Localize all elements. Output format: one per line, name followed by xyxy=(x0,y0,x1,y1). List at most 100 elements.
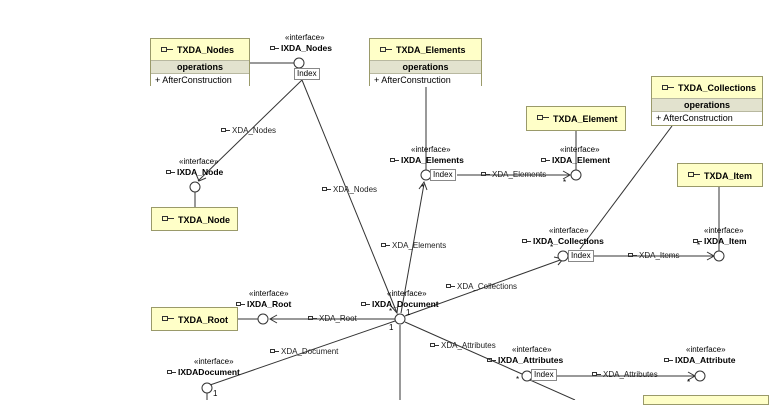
association-icon xyxy=(221,128,230,133)
interface-ixda-item[interactable]: IXDA_Item xyxy=(693,236,747,246)
ixdadocument-circle xyxy=(201,382,213,394)
ixda-item-circle xyxy=(713,250,725,262)
mult-collections-star: * xyxy=(550,243,554,252)
interface-ixda-nodes[interactable]: IXDA_Nodes xyxy=(270,43,332,53)
interface-label: IXDA_Attribute xyxy=(675,355,736,365)
mult-item-star: * xyxy=(697,241,701,250)
ixda-node-circle xyxy=(189,181,201,193)
class-icon xyxy=(688,172,700,177)
interface-icon xyxy=(167,370,176,375)
arrow-to-ixda-element xyxy=(562,170,572,180)
interface-label: IXDA_Document xyxy=(372,299,439,309)
class-title: TXDA_Nodes xyxy=(177,45,235,55)
interface-icon xyxy=(361,302,370,307)
interface-icon xyxy=(541,158,550,163)
assoc-label-xda-elements-b: XDA_Elements xyxy=(381,241,446,250)
interface-label: IXDA_Item xyxy=(704,236,747,246)
class-txda-nodes[interactable]: TXDA_Nodes operations + AfterConstructio… xyxy=(150,38,250,87)
class-txda-element[interactable]: TXDA_Element xyxy=(526,106,626,131)
ixda-document-circle xyxy=(394,313,406,325)
class-txda-root[interactable]: TXDA_Root xyxy=(151,307,238,331)
class-partial-bottom-right[interactable] xyxy=(643,395,769,405)
interface-ixda-elements[interactable]: IXDA_Elements xyxy=(390,155,464,165)
assoc-text: XDA_Elements xyxy=(392,241,447,250)
class-title: TXDA_Elements xyxy=(396,45,466,55)
qualifier-index-collections: Index xyxy=(568,250,594,262)
arrow-to-ixda-elements xyxy=(418,180,428,191)
interface-ixda-collections[interactable]: IXDA_Collections xyxy=(522,236,604,246)
line-ixdadocument-to-document xyxy=(209,320,396,386)
class-title: TXDA_Item xyxy=(704,171,753,181)
operations-header: operations xyxy=(652,98,762,112)
ixda-attribute-circle xyxy=(694,370,706,382)
mult-attribute-star: * xyxy=(687,378,691,387)
class-icon xyxy=(162,216,174,221)
association-icon xyxy=(308,316,317,321)
ixda-root-circle xyxy=(257,313,269,325)
class-icon xyxy=(161,47,173,52)
class-txda-elements[interactable]: TXDA_Elements operations + AfterConstruc… xyxy=(369,38,482,87)
ixda-element-circle xyxy=(570,169,582,181)
association-icon xyxy=(322,187,331,192)
stereotype-ixda-attributes: «interface» xyxy=(512,345,552,354)
operations-header: operations xyxy=(370,60,481,74)
arrow-to-ixda-node xyxy=(195,173,207,182)
mult-attributes-star: * xyxy=(516,375,520,384)
assoc-text: XDA_Document xyxy=(281,347,339,356)
line-document-to-ixda-attributes xyxy=(404,321,523,375)
mult-element-star: * xyxy=(563,178,567,187)
interface-ixda-document[interactable]: IXDA_Document xyxy=(361,299,439,309)
assoc-text: XDA_Attributes xyxy=(603,370,658,379)
interface-label: IXDA_Attributes xyxy=(498,355,564,365)
arrow-to-ixda-root xyxy=(268,314,278,324)
operation-item: + AfterConstruction xyxy=(370,74,481,87)
mult-document-one-left: 1 xyxy=(389,323,394,332)
interface-label: IXDA_Node xyxy=(177,167,224,177)
mult-elements-star: * xyxy=(421,183,425,192)
assoc-text: XDA_Elements xyxy=(492,170,547,179)
association-icon xyxy=(628,253,637,258)
association-icon xyxy=(592,372,601,377)
assoc-text: XDA_Nodes xyxy=(333,185,378,194)
interface-ixda-attributes[interactable]: IXDA_Attributes xyxy=(487,355,563,365)
interface-label: IXDA_Element xyxy=(552,155,611,165)
operation-item: + AfterConstruction xyxy=(151,74,249,87)
assoc-label-xda-collections: XDA_Collections xyxy=(446,282,517,291)
assoc-label-xda-document: XDA_Document xyxy=(270,347,338,356)
interface-icon xyxy=(270,46,279,51)
assoc-text: XDA_Nodes xyxy=(232,126,277,135)
arrow-to-document-from-nodes xyxy=(390,303,399,315)
class-txda-item[interactable]: TXDA_Item xyxy=(677,163,763,187)
interface-ixdadocument[interactable]: IXDADocument xyxy=(167,367,240,377)
mult-document-one-right: 1 xyxy=(406,308,411,317)
interface-ixda-element[interactable]: IXDA_Element xyxy=(541,155,610,165)
interface-ixda-node[interactable]: IXDA_Node xyxy=(166,167,223,177)
line-collections-to-ixda-collections xyxy=(579,125,673,250)
association-icon xyxy=(381,243,390,248)
interface-icon xyxy=(522,239,531,244)
class-title: TXDA_Collections xyxy=(678,83,757,93)
interface-icon xyxy=(487,358,496,363)
qualifier-index-nodes: Index xyxy=(294,68,320,80)
stereotype-ixda-node: «interface» xyxy=(179,157,219,166)
association-icon xyxy=(270,349,279,354)
class-title: TXDA_Root xyxy=(178,315,228,325)
class-txda-collections[interactable]: TXDA_Collections operations + AfterConst… xyxy=(651,76,763,126)
stereotype-ixda-elements: «interface» xyxy=(411,145,451,154)
class-icon xyxy=(537,115,549,120)
class-txda-node[interactable]: TXDA_Node xyxy=(151,207,238,231)
interface-label: IXDA_Elements xyxy=(401,155,464,165)
interface-label: IXDA_Nodes xyxy=(281,43,333,53)
assoc-text: XDA_Items xyxy=(639,251,680,260)
ixda-nodes-circle xyxy=(293,57,305,69)
ixda-collections-circle xyxy=(557,250,569,262)
interface-icon xyxy=(166,170,175,175)
interface-ixda-root[interactable]: IXDA_Root xyxy=(236,299,291,309)
operation-item: + AfterConstruction xyxy=(652,112,762,125)
interface-icon xyxy=(664,358,673,363)
stereotype-ixda-document: «interface» xyxy=(387,289,427,298)
line-ixda-attributes-down xyxy=(529,379,576,400)
assoc-text: XDA_Attributes xyxy=(441,341,496,350)
interface-ixda-attribute[interactable]: IXDA_Attribute xyxy=(664,355,735,365)
interface-label: IXDADocument xyxy=(178,367,240,377)
